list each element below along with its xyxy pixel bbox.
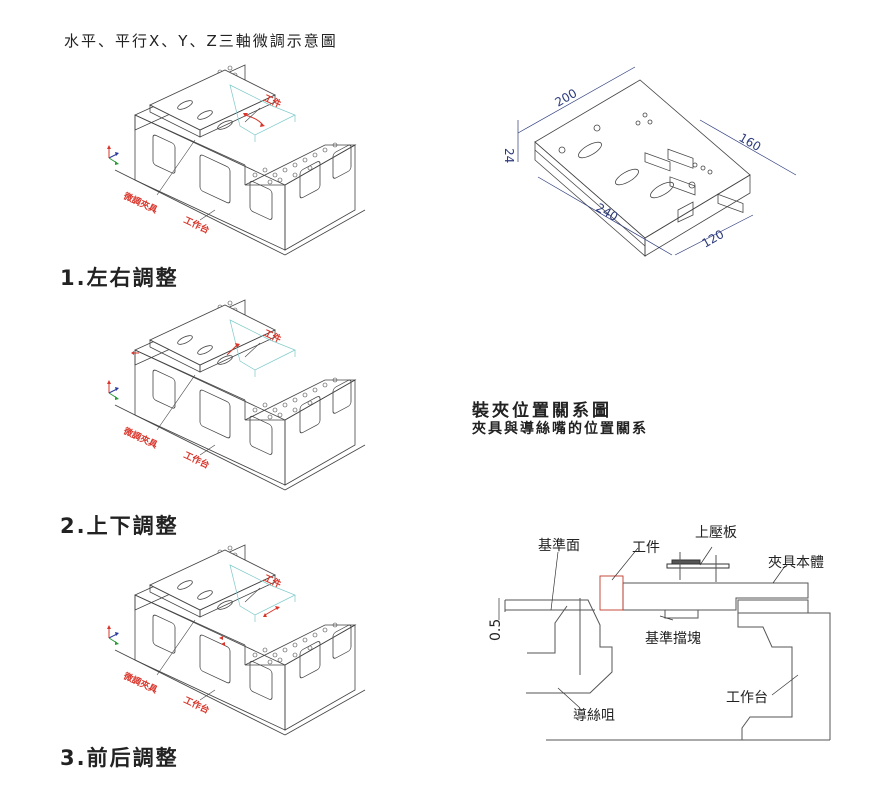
label-top-clamp: 上壓板: [695, 525, 737, 541]
label-worktable: 工作台: [182, 694, 212, 716]
label-fixture: 微調夾具: [121, 424, 160, 451]
section-heading-3: 3.前后調整: [60, 746, 179, 770]
clamping-relation-diagram: 基準面 工件 上壓板 夾具本體 基準擋塊 導絲咀 工作台 0.5: [488, 525, 831, 741]
label-wire-guide-nozzle: 導絲咀: [573, 708, 615, 724]
label-worktable: 工作台: [726, 690, 768, 706]
label-fixture: 微調夾具: [121, 669, 160, 696]
rotate-arrow-icon: [244, 114, 264, 126]
label-reference-surface: 基準面: [538, 537, 580, 554]
label-worktable: 工作台: [182, 449, 212, 471]
section-heading-2: 2.上下調整: [60, 514, 179, 538]
relation-caption-subtitle: 夾具與導絲嘴的位置關系: [472, 421, 648, 437]
label-worktable: 工作台: [182, 214, 212, 236]
iso-diagram-front-back: 工件 微調夾具 工作台: [107, 544, 366, 736]
dim-width-right: 160: [737, 130, 764, 154]
label-fixture: 微調夾具: [121, 189, 160, 216]
frontback-arrow-icon: [264, 607, 278, 616]
section-heading-1: 1.左右調整: [60, 266, 179, 290]
relation-caption-title: 裝夾位置關系圖: [472, 401, 612, 421]
label-reference-block: 基準擋塊: [645, 630, 701, 647]
axis-triad-icon: [107, 380, 119, 400]
fixture-dimension-drawing: 200 24 160 240 120: [502, 66, 797, 257]
workpiece-outline: [599, 575, 624, 611]
page-title: 水平、平行X、Y、Z三軸微調示意圖: [64, 32, 338, 50]
iso-diagram-left-right: 工件 微調夾具 工作台: [107, 64, 366, 256]
dim-height: 24: [502, 148, 516, 163]
iso-diagram-up-down: 工件 微調夾具 工作台: [107, 299, 366, 491]
label-fixture-body: 夾具本體: [768, 555, 824, 571]
axis-triad-icon: [107, 625, 119, 645]
axis-triad-icon: [107, 145, 119, 165]
updown-arrow-icon: [226, 344, 238, 356]
label-workpiece: 工件: [632, 540, 660, 556]
label-gap: 0.5: [488, 619, 504, 641]
